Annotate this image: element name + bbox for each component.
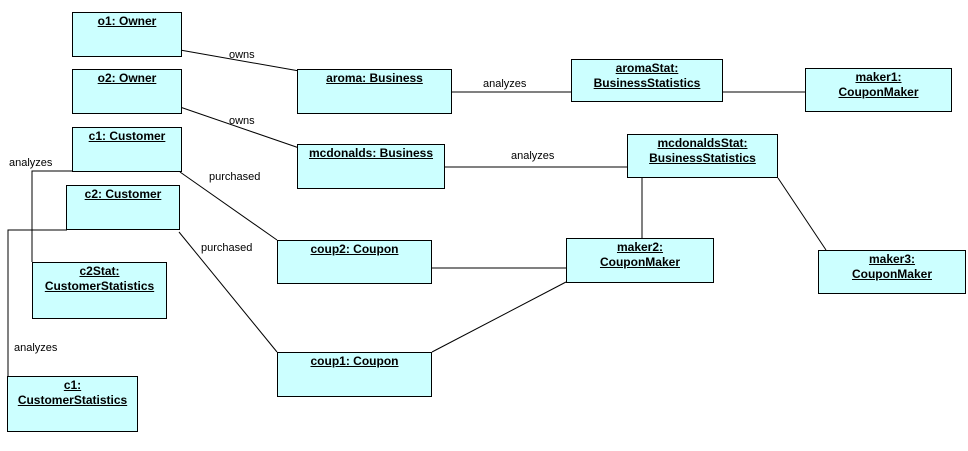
object-label-line2: CouponMaker [851, 267, 932, 281]
link-coup1-maker2 [431, 281, 567, 353]
object-label-line2: CouponMaker [599, 255, 680, 269]
object-maker1-couponmaker[interactable]: maker1: CouponMaker [805, 68, 952, 112]
object-o1-owner[interactable]: o1: Owner [72, 12, 182, 57]
link-label-purchased: purchased [209, 171, 261, 183]
object-label: o2: Owner [97, 71, 157, 85]
link-o2-mcdonalds [179, 106, 306, 151]
object-label-line1: maker2: [616, 240, 664, 254]
object-label-line2: BusinessStatistics [649, 151, 756, 165]
object-label-line1: maker3: [868, 252, 916, 266]
object-maker3-couponmaker[interactable]: maker3: CouponMaker [818, 250, 966, 294]
object-label: coup2: Coupon [310, 242, 399, 256]
link-label-owns: owns [229, 49, 255, 61]
object-mcdonaldsstat-businessstatistics[interactable]: mcdonaldsStat: BusinessStatistics [627, 134, 778, 178]
object-label-line1: c2Stat: [79, 264, 120, 278]
link-label-analyzes: analyzes [9, 157, 53, 169]
link-o1-aroma [179, 49, 306, 73]
object-label: aroma: Business [326, 71, 423, 85]
object-c2stat-customerstatistics[interactable]: c2Stat: CustomerStatistics [32, 262, 167, 319]
object-label-line1: aromaStat: [615, 61, 679, 75]
link-c2-c1Stat [7, 229, 67, 376]
object-label: mcdonalds: Business [308, 146, 434, 160]
object-c1-customer[interactable]: c1: Customer [72, 127, 182, 172]
link-c2-coup1 [178, 231, 278, 353]
object-c1-customerstatistics[interactable]: c1: CustomerStatistics [7, 376, 138, 432]
object-label-line2: CouponMaker [838, 85, 919, 99]
object-o2-owner[interactable]: o2: Owner [72, 69, 182, 114]
link-c1-coup2 [179, 171, 278, 241]
link-mcdonaldsStat-maker3 [777, 177, 827, 251]
object-aromastat-businessstatistics[interactable]: aromaStat: BusinessStatistics [571, 59, 723, 102]
object-coup2-coupon[interactable]: coup2: Coupon [277, 240, 432, 284]
object-label-line1: c1: [63, 378, 82, 392]
link-label-owns: owns [229, 115, 255, 127]
object-mcdonalds-business[interactable]: mcdonalds: Business [297, 144, 445, 189]
object-label-line2: CustomerStatistics [44, 279, 155, 293]
object-label-line2: CustomerStatistics [17, 393, 128, 407]
object-label-line2: BusinessStatistics [593, 76, 701, 90]
object-label-line1: mcdonaldsStat: [657, 136, 748, 150]
link-label-analyzes: analyzes [14, 342, 58, 354]
object-maker2-couponmaker[interactable]: maker2: CouponMaker [566, 238, 714, 283]
object-coup1-coupon[interactable]: coup1: Coupon [277, 352, 432, 397]
link-label-analyzes: analyzes [511, 150, 555, 162]
object-label: c2: Customer [84, 187, 162, 201]
object-label: coup1: Coupon [310, 354, 399, 368]
object-aroma-business[interactable]: aroma: Business [297, 69, 452, 114]
object-label: o1: Owner [97, 14, 157, 28]
link-label-analyzes: analyzes [483, 78, 527, 90]
object-label: c1: Customer [88, 129, 166, 143]
link-label-purchased: purchased [201, 242, 253, 254]
object-label-line1: maker1: [855, 70, 902, 84]
object-c2-customer[interactable]: c2: Customer [66, 185, 180, 230]
link-c1-c2Stat [31, 170, 73, 262]
